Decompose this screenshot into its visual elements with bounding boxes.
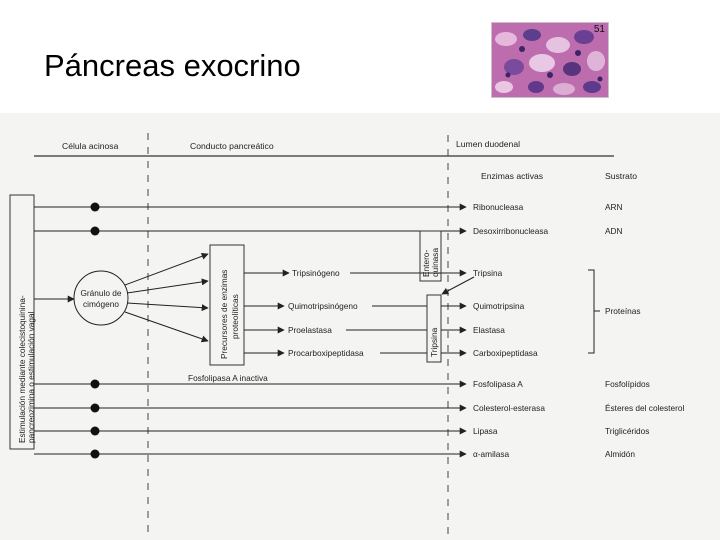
row-lipase [34,426,467,436]
precursors-label-line1: Precursores de enzimas [219,270,229,359]
trypsin-box-label: Tripsina [429,327,439,357]
enzyme-cholesterol-esterase: Colesterol-esterasa [473,403,545,413]
label-chymotrypsinogen: Quimotripsinógeno [288,301,358,311]
row-deoxyribonuclease [34,226,467,236]
precursors-box [209,244,245,366]
proteins-bracket [588,269,595,354]
fan-arrow-2 [126,278,209,294]
substrate-cholesterol-esters: Ésteres del colesterol [605,403,684,413]
row-cholesterol-esterase [34,403,467,413]
fan-arrow-4 [124,311,209,343]
substrate-phospholipids: Fosfolípidos [605,379,650,389]
zymogen-granule [73,270,129,326]
enzyme-chymotrypsin: Quimotripsina [473,301,525,311]
enzyme-carboxypeptidase: Carboxipeptidasa [473,348,538,358]
header-lumen: Lumen duodenal [456,139,520,149]
header-cell: Célula acinosa [62,141,119,151]
enterokinase-label-line2: quinasa [430,248,440,277]
granule-label-line2: cimógeno [83,299,119,309]
substrate-triglycerides: Triglicéridos [605,426,649,436]
substrate-adn: ADN [605,226,623,236]
substrate-arn: ARN [605,202,623,212]
label-proelastase: Proelastasa [288,325,332,335]
enzyme-trypsin: Tripsina [473,268,503,278]
substrate-starch: Almidón [605,449,635,459]
label-procarboxypeptidase: Procarboxipeptidasa [288,348,364,358]
row-amylase [34,449,467,459]
substrate-proteins: Proteínas [605,306,641,316]
histology-micrograph: 51 [491,22,609,98]
stimulation-label-line1: Estimulación mediante colecistoquinina- [17,295,27,443]
fan-arrow-3 [126,302,209,312]
granule-label-line1: Gránulo de [80,288,121,298]
enzyme-ribonuclease: Ribonucleasa [473,202,524,212]
trypsin-feedback-arrow [441,276,475,295]
micrograph-label: 51 [593,24,605,35]
enzyme-elastase: Elastasa [473,325,505,335]
micrograph-image [492,23,608,97]
enzyme-phospholipase-a: Fosfolipasa A [473,379,523,389]
label-trypsinogen: Tripsinógeno [292,268,340,278]
enzyme-amylase: α-amilasa [473,449,510,459]
label-phospholipase-inactive: Fosfolipasa A inactiva [188,373,268,383]
enterokinase-label-line1: Entero- [421,250,431,277]
slide-title: Páncreas exocrino [44,48,301,83]
header-duct: Conducto pancreático [190,141,274,151]
exocrine-pancreas-diagram: Célula acinosa Conducto pancreático Lume… [9,133,684,538]
diagram-panel: Célula acinosa Conducto pancreático Lume… [0,113,720,540]
stimulation-box [9,194,35,450]
stimulation-label-line2: pancreozimina o estimulación vagal [26,311,36,443]
row-phospholipase [34,379,467,389]
header-active-enzymes: Enzimas activas [481,171,543,181]
fan-arrow-1 [124,252,209,286]
enzyme-deoxyribonuclease: Desoxirribonucleasa [473,226,549,236]
header-substrate: Sustrato [605,171,637,181]
row-ribonuclease [34,202,467,212]
enterokinase-box [419,230,442,282]
trypsin-box [426,294,442,363]
enzyme-lipase: Lipasa [473,426,498,436]
precursors-label-line2: proteolíticas [230,294,240,339]
